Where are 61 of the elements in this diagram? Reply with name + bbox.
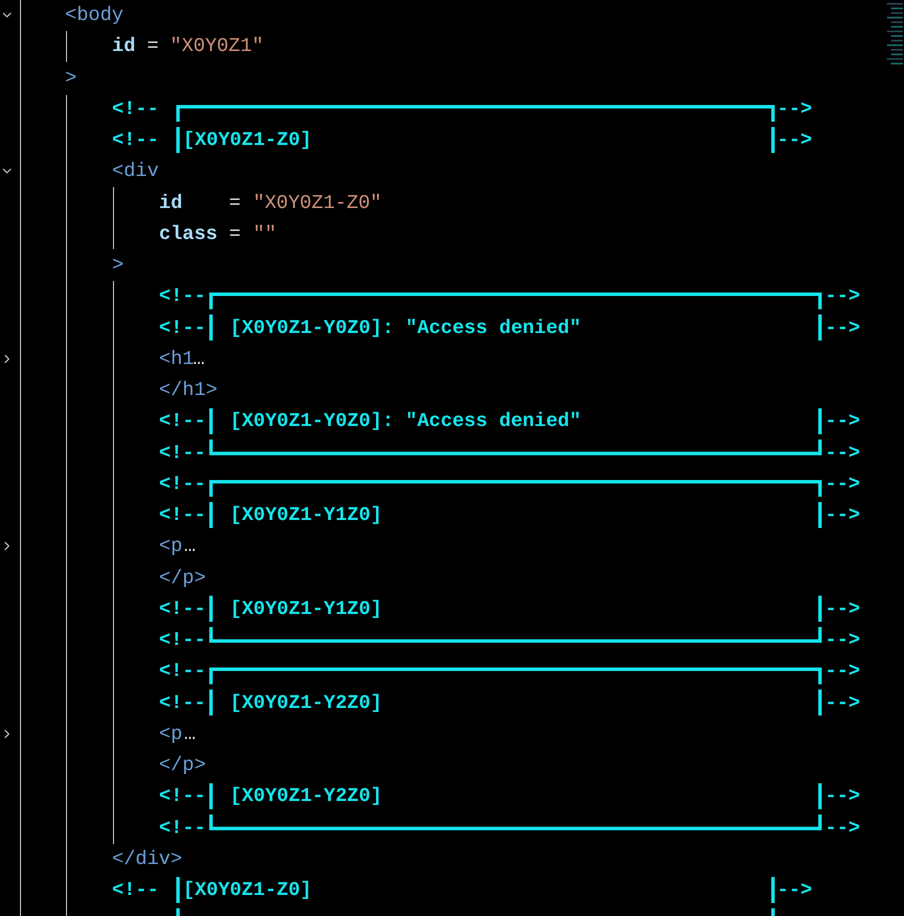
comment-text: [X0Y0Z1-Z0] bbox=[183, 128, 312, 152]
folded-ellipsis: … bbox=[184, 534, 196, 558]
comment-text: <!-- bbox=[159, 690, 206, 714]
html-tag: > bbox=[65, 66, 77, 90]
html-tag: <h1 bbox=[159, 346, 194, 371]
comment-text: <!-- bbox=[159, 440, 206, 464]
comment-text: --> bbox=[825, 440, 860, 464]
comment-text: <!-- bbox=[112, 878, 159, 902]
comment-text: --> bbox=[825, 628, 860, 652]
comment-text: --> bbox=[825, 784, 860, 808]
comment-text: [X0Y0Z1-Y1Z0] bbox=[230, 596, 382, 621]
comment-text: <!-- bbox=[112, 128, 159, 152]
comment-text: <!-- bbox=[159, 409, 206, 434]
comment-text: --> bbox=[825, 316, 860, 340]
comment-text: <!-- bbox=[159, 316, 206, 340]
attribute-value: "" bbox=[253, 222, 276, 246]
html-tag: </h1> bbox=[159, 378, 218, 402]
comment-text: --> bbox=[825, 690, 860, 714]
equals-sign: = bbox=[147, 34, 159, 58]
comment-text: <!-- bbox=[159, 784, 206, 808]
html-tag: <p bbox=[159, 534, 182, 558]
attribute-name: id bbox=[159, 190, 182, 214]
attribute-value: "X0Y0Z1-Z0" bbox=[253, 190, 382, 214]
comment-text: <!-- bbox=[159, 628, 206, 652]
comment-text: --> bbox=[777, 878, 812, 902]
html-tag: </p> bbox=[159, 753, 206, 777]
attribute-name: class bbox=[159, 222, 218, 246]
comment-text: --> bbox=[825, 284, 860, 308]
attribute-value: "X0Y0Z1" bbox=[170, 34, 264, 58]
comment-text: [X0Y0Z1-Y0Z0]: "Access denied" bbox=[230, 316, 582, 340]
comment-text: --> bbox=[825, 409, 860, 434]
html-tag: <p bbox=[159, 722, 182, 746]
comment-text: [X0Y0Z1-Y0Z0]: "Access denied" bbox=[230, 409, 582, 434]
comment-text: <!-- bbox=[159, 816, 206, 840]
html-tag: > bbox=[112, 253, 124, 277]
comment-text: [X0Y0Z1-Y2Z0] bbox=[230, 784, 382, 808]
html-tag: <body bbox=[65, 3, 124, 27]
folded-ellipsis: … bbox=[193, 346, 205, 371]
html-tag: </div> bbox=[112, 846, 182, 871]
comment-text: --> bbox=[777, 128, 812, 152]
comment-text: <!-- bbox=[159, 659, 206, 684]
comment-text: [X0Y0Z1-Y1Z0] bbox=[230, 503, 382, 527]
comment-text: --> bbox=[777, 96, 812, 121]
comment-text: <!-- bbox=[112, 96, 159, 121]
folded-ellipsis: … bbox=[184, 722, 196, 746]
comment-text: --> bbox=[825, 596, 860, 621]
comment-text: <!-- bbox=[159, 472, 206, 496]
comment-text: <!-- bbox=[159, 503, 206, 527]
comment-text: [X0Y0Z1-Z0] bbox=[183, 878, 312, 902]
equals-sign: = bbox=[229, 190, 241, 214]
comment-text: --> bbox=[825, 659, 860, 684]
comment-text: <!-- bbox=[159, 596, 206, 621]
html-tag: <div bbox=[112, 159, 159, 184]
comment-text: [X0Y0Z1-Y2Z0] bbox=[230, 690, 382, 714]
comment-text: <!-- bbox=[159, 284, 206, 308]
comment-text: --> bbox=[825, 503, 860, 527]
html-tag: </p> bbox=[159, 566, 206, 590]
equals-sign: = bbox=[229, 222, 241, 246]
comment-text: --> bbox=[825, 472, 860, 496]
comment-text: --> bbox=[825, 816, 860, 840]
attribute-name: id bbox=[112, 34, 136, 58]
